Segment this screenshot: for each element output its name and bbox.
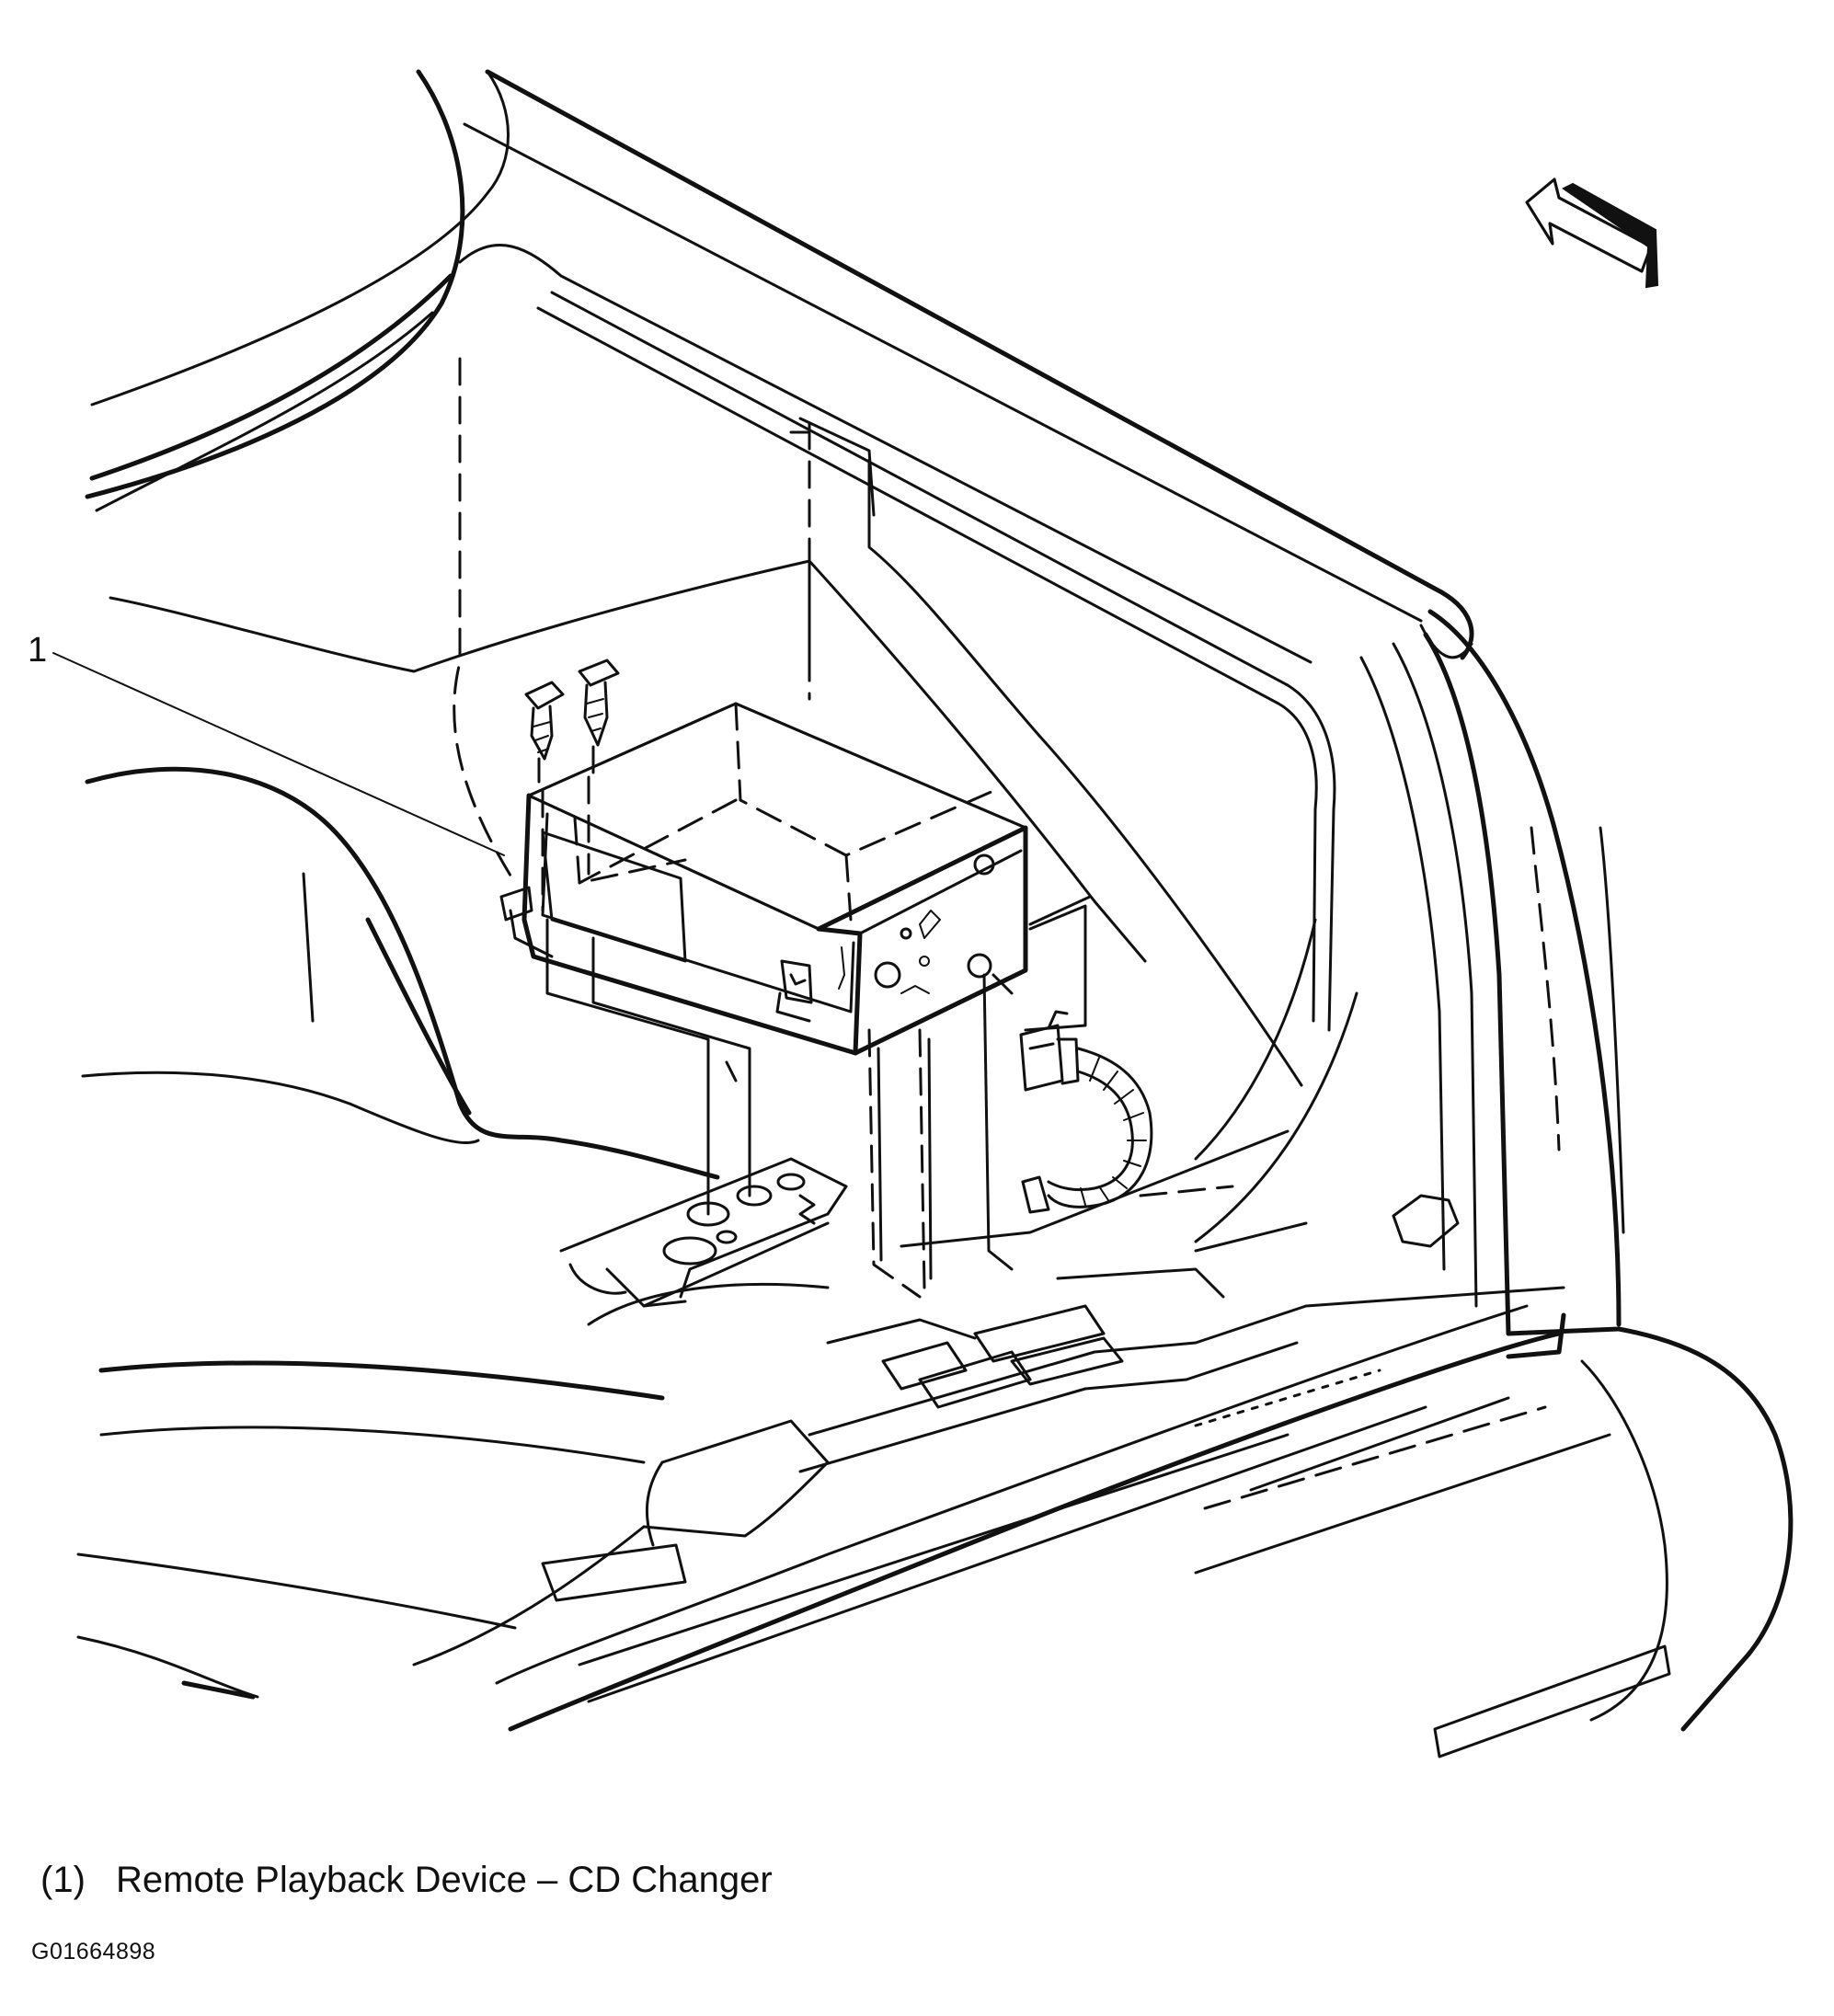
wiring-connector-icon — [1019, 1010, 1153, 1214]
cd-changer-unit — [499, 702, 1028, 1056]
rear-bumper — [412, 1304, 1794, 1758]
trunk-floor — [76, 1185, 1565, 1700]
deck-opening-frame — [85, 69, 1474, 1032]
callout-leader — [52, 652, 505, 856]
screw-icon — [524, 659, 620, 912]
figure-id: G01664898 — [31, 1939, 156, 1964]
floor-mounting-bracket — [559, 1157, 848, 1308]
legend-number: (1) — [40, 1860, 86, 1900]
alignment-lines — [545, 895, 1092, 1299]
callout-number: 1 — [28, 631, 48, 670]
trunk-cavity — [109, 357, 1358, 1248]
legend-item: (1) Remote Playback Device – CD Changer — [40, 1860, 773, 1901]
wheel-well — [81, 766, 720, 1180]
view-direction-arrow-icon — [1525, 178, 1659, 289]
rear-pillar — [1359, 609, 1625, 1336]
legend-text: Remote Playback Device – CD Changer — [116, 1860, 773, 1900]
